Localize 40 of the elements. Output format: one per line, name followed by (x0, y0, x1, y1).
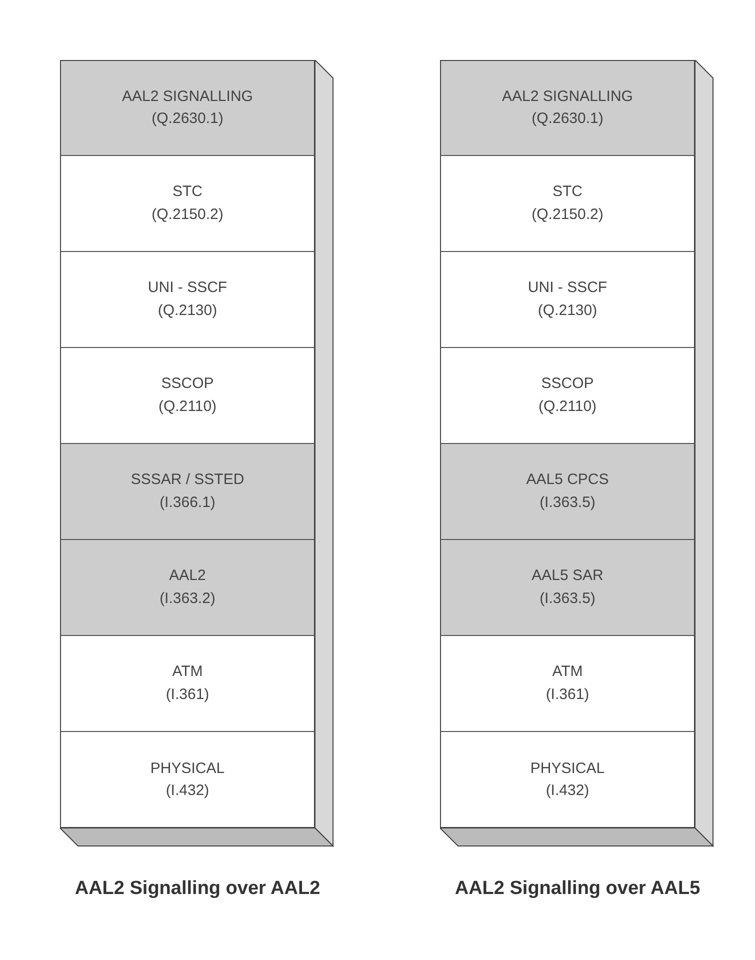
protocol-spec: (Q.2150.2) (152, 204, 224, 224)
protocol-spec: (I.363.5) (540, 588, 596, 608)
protocol-layer (440, 540, 695, 636)
layer-name: SSSAR / SSTED (130, 470, 244, 490)
protocol-layer (440, 444, 695, 540)
layer-name: AAL5 CPCS (526, 470, 609, 490)
protocol-spec: (I.361) (546, 684, 590, 704)
protocol-layer (440, 60, 695, 156)
protocol-spec: (I.361) (166, 684, 210, 704)
protocol-spec: (Q.2110) (538, 396, 597, 416)
layer-name: STC (552, 182, 582, 202)
layer-name: SSCOP (541, 374, 594, 394)
layer-name: AAL2 (169, 566, 206, 586)
layer-name: ATM (552, 662, 583, 682)
protocol-layer (60, 60, 315, 156)
protocol-spec: (Q.2110) (158, 396, 217, 416)
layer-name: PHYSICAL (150, 758, 225, 778)
protocol-spec: (I.432) (546, 781, 590, 801)
layer-name: SSCOP (161, 374, 214, 394)
protocol-spec: (Q.2630.1) (152, 109, 224, 129)
protocol-spec: (Q.2130) (538, 300, 598, 320)
protocol-spec: (I.366.1) (160, 492, 216, 512)
layer-name: AAL2 SIGNALLING (502, 86, 633, 106)
stack-caption: AAL2 Signalling over AAL2 (74, 877, 322, 901)
layer-name: STC (172, 182, 202, 202)
protocol-spec: (I.432) (166, 781, 210, 801)
layer-name: ATM (172, 662, 203, 682)
protocol-layer (60, 540, 315, 636)
protocol-spec: (Q.2630.1) (532, 109, 604, 129)
protocol-spec: (I.363.5) (540, 492, 596, 512)
layer-name: UNI - SSCF (528, 278, 608, 298)
protocol-spec: (Q.2150.2) (532, 204, 604, 224)
layer-name: AAL5 SAR (532, 566, 604, 586)
stack-caption: AAL2 Signalling over AAL5 (454, 877, 702, 901)
layer-name: PHYSICAL (530, 758, 605, 778)
layer-name: UNI - SSCF (148, 278, 228, 298)
protocol-spec: (Q.2130) (158, 300, 218, 320)
protocol-layer (60, 444, 315, 540)
layer-name: AAL2 SIGNALLING (122, 86, 253, 106)
protocol-spec: (I.363.2) (160, 588, 216, 608)
